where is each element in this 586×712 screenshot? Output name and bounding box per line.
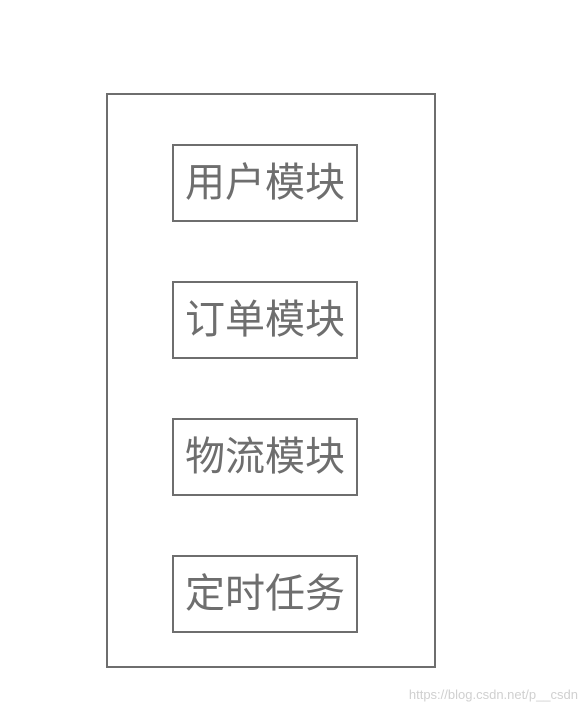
module-user-label: 用户模块 [185,160,345,206]
module-logistics-label: 物流模块 [185,434,345,480]
system-container [106,93,436,668]
module-order: 订单模块 [172,281,358,359]
module-logistics: 物流模块 [172,418,358,496]
watermark-text: https://blog.csdn.net/p__csdn [408,687,578,702]
module-order-label: 订单模块 [185,297,345,343]
module-scheduled-task-label: 定时任务 [185,571,345,617]
module-scheduled-task: 定时任务 [172,555,358,633]
module-user: 用户模块 [172,144,358,222]
